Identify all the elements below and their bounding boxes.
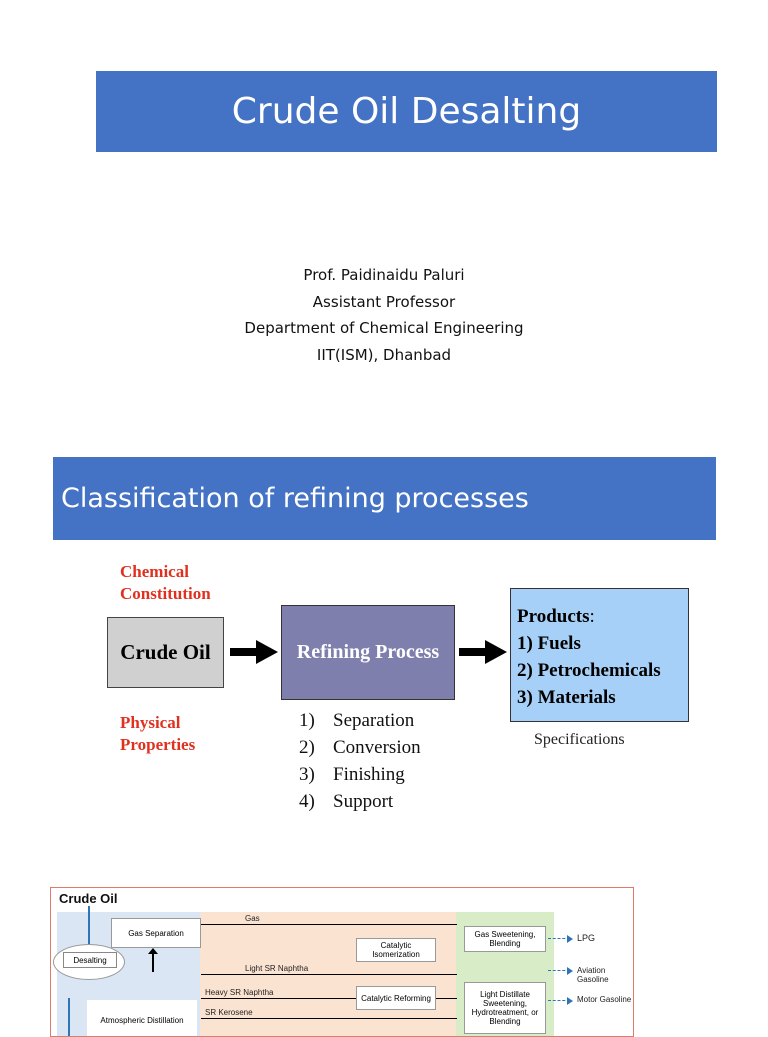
chemical-constitution-label: Chemical Constitution [120, 561, 211, 605]
crude-oil-label: Crude Oil [120, 640, 211, 664]
author-position: Assistant Professor [312, 292, 456, 311]
crude-oil-box: Crude Oil [107, 617, 224, 688]
physical-properties-label: Physical Properties [120, 712, 195, 756]
light-distillate-box: Light Distillate Sweetening, Hydrotreatm… [464, 982, 546, 1034]
author-block: Prof. Paidinaidu Paluri Assistant Profes… [0, 262, 768, 368]
atmospheric-distillation-box: Atmospheric Distillation [87, 1000, 197, 1036]
slide-title-banner: Crude Oil Desalting [96, 71, 717, 152]
stream-heavy-naphtha-label: Heavy SR Naphtha [205, 988, 274, 997]
section-title: Classification of refining processes [61, 483, 529, 514]
list-item: 3)Finishing [299, 764, 405, 785]
arrow-right-icon [230, 640, 278, 664]
section-title-banner: Classification of refining processes [53, 457, 716, 540]
arrow-right-icon [459, 640, 507, 664]
specifications-label: Specifications [534, 731, 625, 748]
output-motor-label: Motor Gasoline [577, 995, 632, 1004]
output-aviation-label: Aviation Gasoline [577, 966, 609, 984]
gas-sweetening-box: Gas Sweetening, Blending [464, 926, 546, 952]
refinery-flow-diagram: Crude Oil Desalting Gas Separation Atmos… [50, 887, 634, 1037]
catalytic-reforming-box: Catalytic Reforming [356, 986, 436, 1010]
author-name: Prof. Paidinaidu Paluri [303, 266, 465, 284]
slide-title: Crude Oil Desalting [231, 91, 582, 132]
chemical-label-line2: Constitution [120, 584, 211, 603]
author-department: Department of Chemical Engineering [244, 319, 524, 337]
physical-label-line1: Physical [120, 713, 181, 732]
product-petrochemicals: 2) Petrochemicals [517, 660, 661, 681]
stream-light-naphtha-label: Light SR Naphtha [245, 964, 309, 973]
products-heading: Products: [517, 606, 595, 627]
chemical-label-line1: Chemical [120, 562, 189, 581]
stream-gas-label: Gas [245, 914, 260, 923]
product-materials: 3) Materials [517, 687, 616, 708]
desalting-box: Desalting [63, 952, 117, 968]
product-fuels: 1) Fuels [517, 633, 581, 654]
gas-separation-box: Gas Separation [111, 918, 201, 948]
refining-process-box: Refining Process [281, 605, 455, 700]
process-steps-list: 1)Separation 2)Conversion 3)Finishing 4)… [299, 707, 421, 815]
list-item: 2)Conversion [299, 737, 421, 758]
output-lpg-label: LPG [577, 933, 596, 943]
physical-label-line2: Properties [120, 735, 196, 754]
refining-process-label: Refining Process [296, 641, 440, 663]
list-item: 1)Separation [299, 710, 415, 731]
catalytic-isomerization-box: Catalytic Isomerization [356, 938, 436, 962]
author-institute: IIT(ISM), Dhanbad [316, 345, 452, 364]
list-item: 4)Support [299, 791, 394, 812]
diagram-title: Crude Oil [59, 891, 118, 906]
products-box: Products: 1) Fuels 2) Petrochemicals 3) … [510, 588, 689, 722]
stream-kerosene-label: SR Kerosene [205, 1008, 253, 1017]
